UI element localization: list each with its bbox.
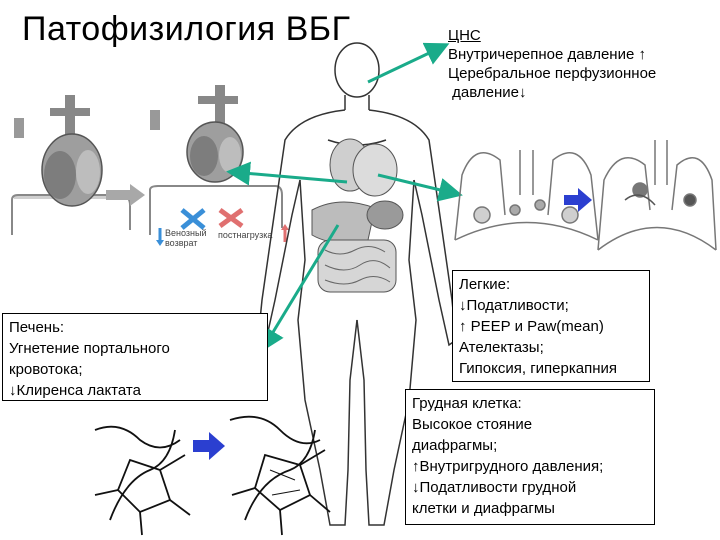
liver-line: ↓Клиренса лактата	[9, 380, 261, 401]
lungs-heading: Легкие:	[459, 274, 643, 295]
page-title: Патофизилогия ВБГ	[22, 10, 351, 49]
afterload-label: постнагрузка	[218, 230, 272, 240]
liver-lobule-congested-illustration	[230, 417, 330, 535]
chest-line: ↑Внутригрудного давления;	[412, 456, 648, 477]
venous-return-label-1: Венозный	[165, 228, 206, 238]
cns-note: ЦНС Внутричерепное давление ↑ Церебральн…	[448, 26, 656, 102]
cns-heading: ЦНС	[448, 26, 656, 45]
chest-line: диафрагмы;	[412, 435, 648, 456]
arrow-down-icon: ↓	[519, 84, 527, 101]
lungs-line: ↑ PEEP и Paw(mean)	[459, 316, 643, 337]
liver-line: кровотока;	[9, 359, 261, 380]
lungs-compressed-illustration	[598, 140, 716, 250]
chest-line: ↓Податливости грудной	[412, 477, 648, 498]
chest-box: Грудная клетка: Высокое стояние диафрагм…	[405, 389, 655, 525]
teal-arrows	[232, 46, 457, 347]
venous-return-x-icon	[182, 210, 204, 228]
cns-line-3: давление↓	[448, 83, 656, 102]
liver-heading: Печень:	[9, 317, 261, 338]
arrow-to-cns	[368, 46, 444, 82]
chest-heading: Грудная клетка:	[412, 393, 648, 414]
heart-normal-illustration	[12, 95, 130, 235]
lungs-line: ↓Податливости;	[459, 295, 643, 316]
chest-line: клетки и диафрагмы	[412, 498, 648, 519]
liver-arrow-blue	[193, 432, 225, 460]
chest-line: Высокое стояние	[412, 414, 648, 435]
lungs-line: Гипоксия, гиперкапния	[459, 358, 643, 379]
heart-compressed-illustration: Венозный возврат постнагрузка	[150, 85, 289, 248]
liver-box: Печень: Угнетение портального кровотока;…	[2, 313, 268, 401]
transition-arrow-grey	[106, 184, 145, 206]
arrow-up-icon: ↑	[638, 46, 646, 63]
organs-illustration	[312, 139, 403, 292]
lungs-box: Легкие: ↓Податливости; ↑ PEEP и Paw(mean…	[452, 270, 650, 382]
liver-lobule-normal-illustration	[95, 427, 190, 535]
cns-line-2: Церебральное перфузионное	[448, 64, 656, 83]
arrow-to-heart	[232, 172, 347, 182]
cns-line-1: Внутричерепное давление ↑	[448, 45, 656, 64]
lungs-line: Ателектазы;	[459, 337, 643, 358]
liver-line: Угнетение портального	[9, 338, 261, 359]
afterload-x-icon	[220, 210, 242, 226]
venous-return-label-2: возврат	[165, 238, 197, 248]
